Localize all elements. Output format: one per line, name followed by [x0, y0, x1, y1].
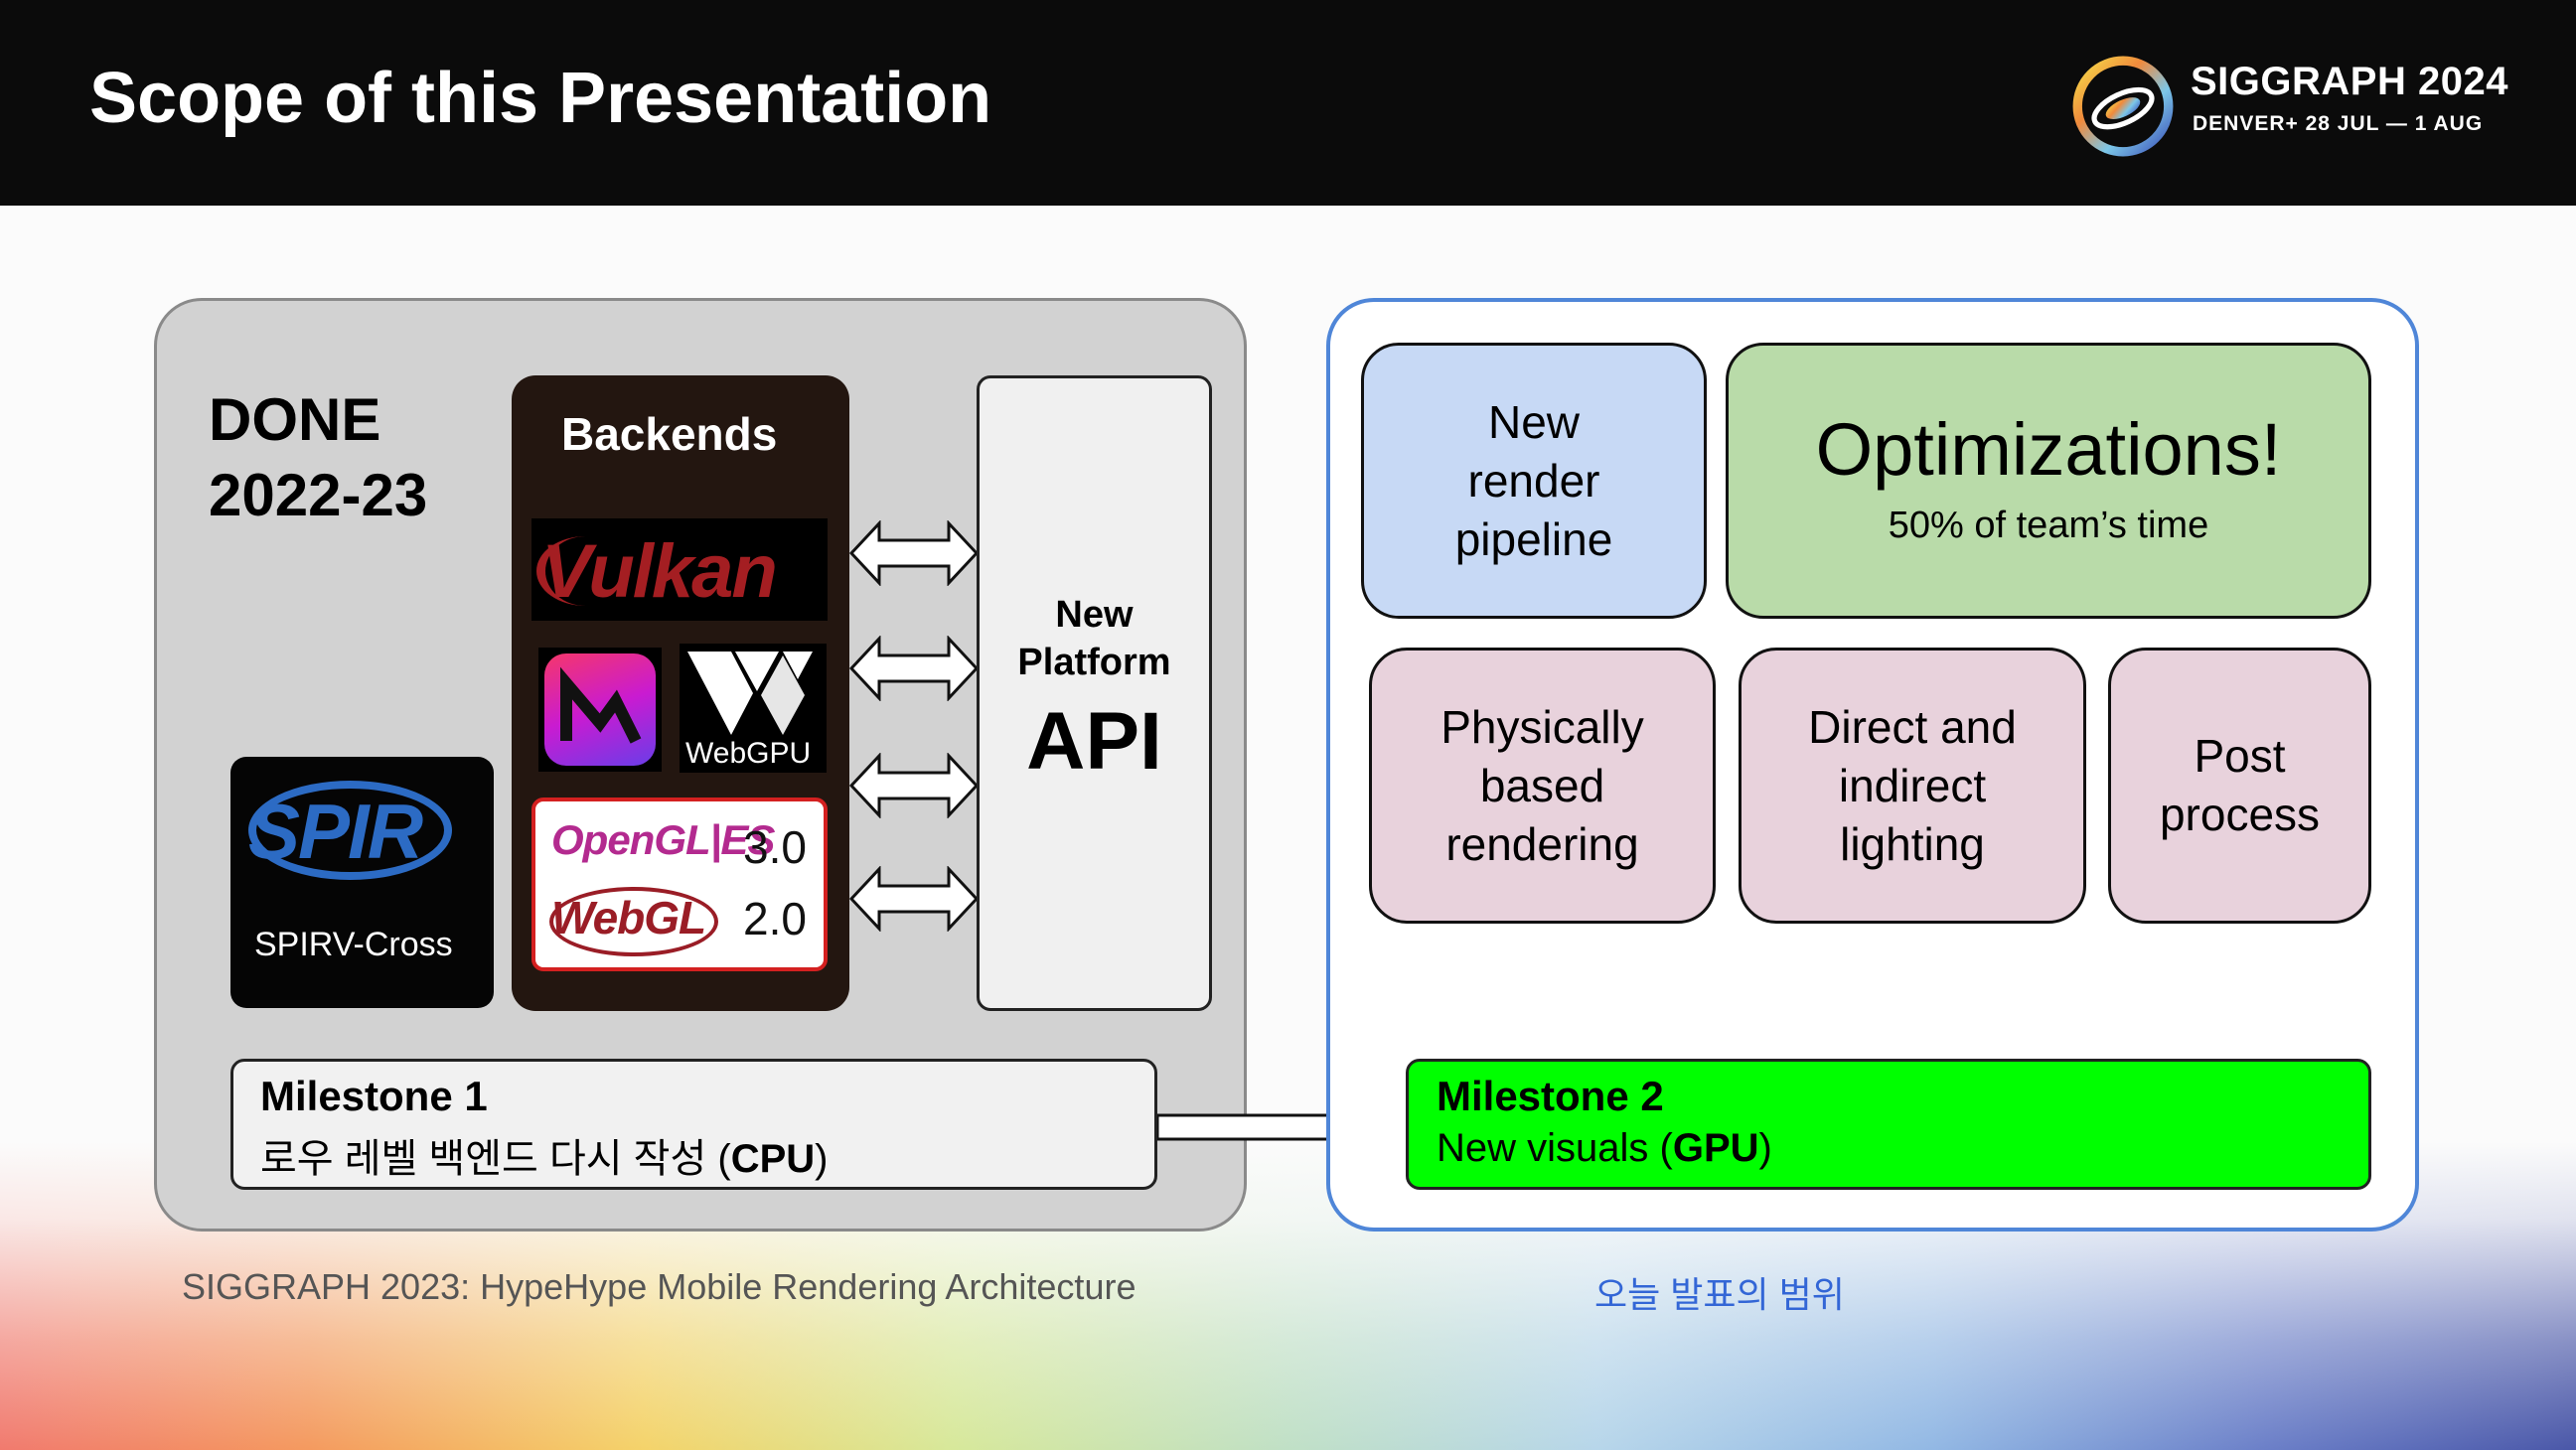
pbr-line1: Physically [1440, 700, 1644, 753]
milestone2-desc-prefix: New visuals ( [1437, 1126, 1673, 1170]
spir-logo: SPIR [248, 788, 423, 875]
vulkan-logo: Vulkan [541, 529, 778, 614]
lighting-line1: Direct and [1808, 700, 2017, 753]
double-arrow-icon [849, 520, 979, 586]
milestone2-title: Milestone 2 [1437, 1073, 1664, 1119]
webgl-version: 2.0 [743, 893, 807, 944]
webgl-logo-ring-icon [549, 887, 718, 956]
milestone2-desc-bold: GPU [1672, 1126, 1759, 1170]
backends-title: Backends [561, 408, 778, 460]
pbr-line2: based [1479, 759, 1605, 811]
milestone2-desc-suffix: ) [1758, 1126, 1772, 1170]
done-label-line2: 2022-23 [209, 462, 428, 528]
logo-dates: DENVER+ 28 JUL — 1 AUG [2193, 112, 2484, 135]
slide-title: Scope of this Presentation [89, 59, 992, 138]
spir-logo-ring-icon [248, 781, 452, 880]
card-new-render-pipeline: New render pipeline [1361, 343, 1707, 619]
done-label-line1: DONE [209, 386, 381, 453]
new-render-line2: render [1467, 454, 1600, 507]
milestone2-description: New visuals (GPU) [1437, 1126, 1772, 1171]
milestone2-box [1406, 1059, 2371, 1190]
metal-m-glyph-icon [560, 666, 642, 744]
new-render-line3: pipeline [1454, 512, 1613, 565]
metal-logo-icon [544, 653, 656, 766]
double-arrow-icon [849, 636, 979, 701]
done-label: DONE 2022-23 [209, 382, 427, 533]
card-direct-indirect-lighting: Direct and indirect lighting [1739, 648, 2086, 924]
platform-line1: New [1055, 594, 1134, 636]
card-post-process: Post process [2108, 648, 2371, 924]
new-render-line1: New [1487, 395, 1581, 448]
lighting-line3: lighting [1840, 817, 1985, 870]
platform-api-caption: New Platform [977, 591, 1212, 686]
milestone1-title: Milestone 1 [260, 1073, 488, 1119]
webgl-logo: WebGL [551, 892, 706, 943]
post-line1: Post [2194, 730, 2286, 782]
platform-api-label: API [1026, 696, 1162, 787]
siggraph-logo-icon [2072, 56, 2174, 157]
optimizations-subtitle: 50% of team’s time [1888, 505, 2209, 546]
post-line2: process [2159, 789, 2321, 840]
caption-scope-korean: 오늘 발표의 범위 [1594, 1274, 1845, 1315]
lighting-line2: indirect [1838, 759, 1987, 811]
platform-line2: Platform [1017, 642, 1171, 683]
caption-siggraph-2023: SIGGRAPH 2023: HypeHype Mobile Rendering… [182, 1266, 1136, 1307]
webgpu-logo-icon [687, 652, 813, 735]
card-optimizations [1726, 343, 2371, 619]
vulkan-swoosh-icon [536, 536, 635, 606]
card-physically-based-rendering: Physically based rendering [1369, 648, 1716, 924]
webgpu-label: WebGPU [685, 737, 812, 770]
double-arrow-icon [849, 753, 979, 818]
optimizations-title: Optimizations! [1815, 408, 2282, 491]
milestone1-box [230, 1059, 1157, 1190]
platform-api-box [977, 375, 1212, 1011]
opengl-es-logo: OpenGL|ES [551, 816, 775, 863]
milestone1-desc-prefix: 로우 레벨 백엔드 다시 작성 ( [260, 1137, 731, 1181]
double-arrow-icon [849, 866, 979, 932]
logo-name: SIGGRAPH 2024 [2191, 60, 2508, 103]
spirv-cross-label: SPIRV-Cross [254, 926, 453, 963]
opengl-es-version: 3.0 [743, 821, 807, 873]
milestone1-description: 로우 레벨 백엔드 다시 작성 (CPU) [260, 1126, 828, 1184]
pbr-line3: rendering [1445, 817, 1639, 870]
slide-header [0, 0, 2576, 206]
milestone1-desc-suffix: ) [815, 1137, 829, 1181]
milestone1-desc-bold: CPU [730, 1137, 816, 1181]
